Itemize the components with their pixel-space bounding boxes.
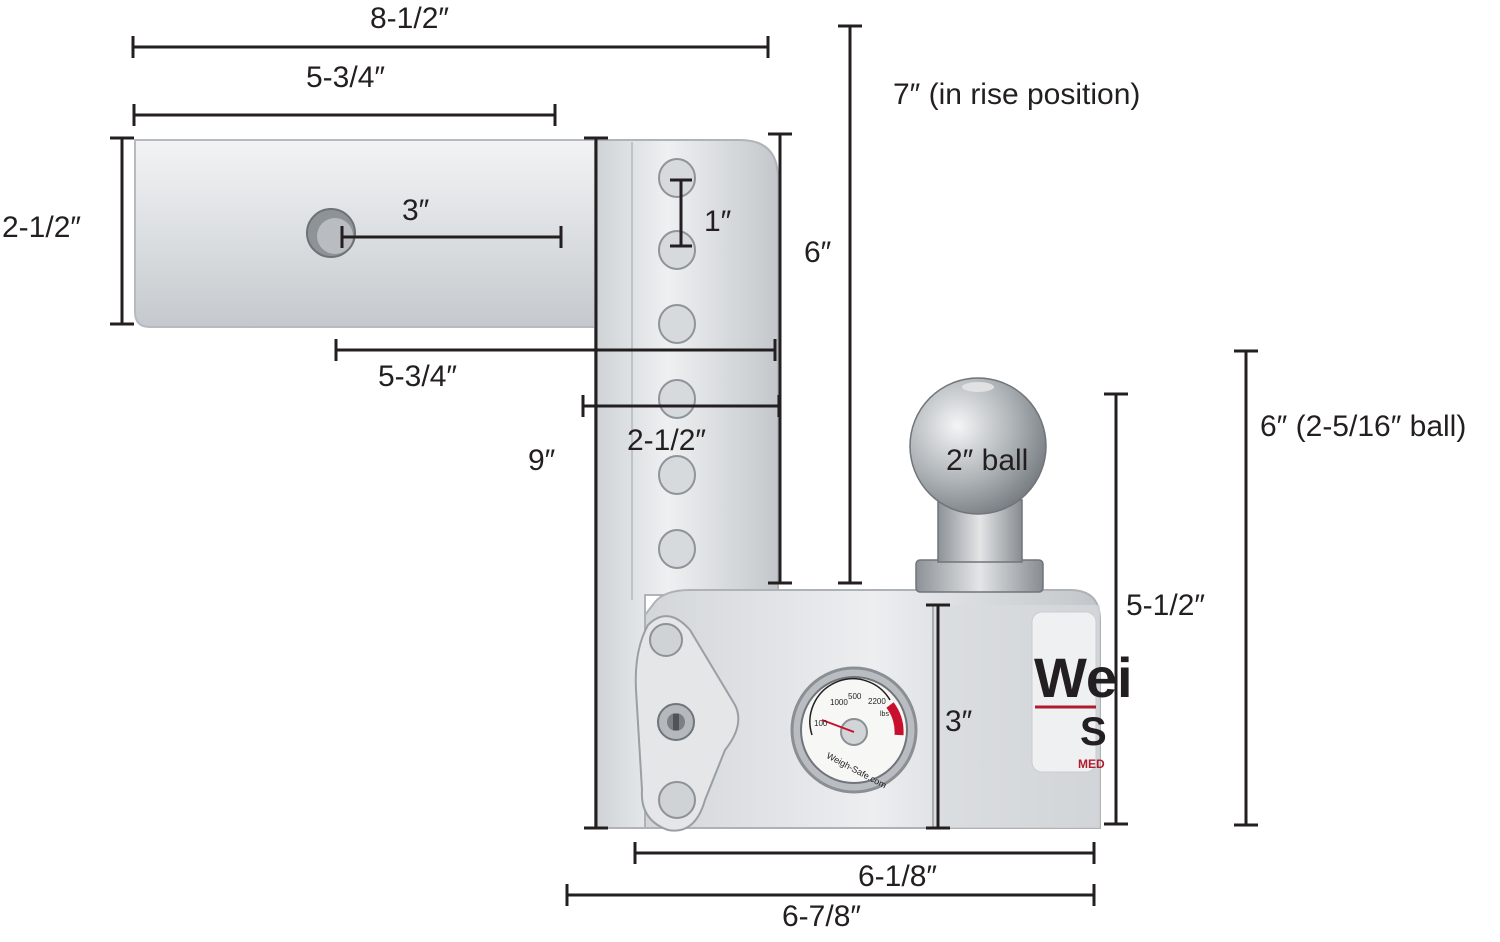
label-overall-length: 8-1/2″ — [370, 2, 449, 35]
gauge-mark-2200: 2200 — [868, 697, 886, 706]
dimension-lines — [110, 24, 1258, 906]
label-vertical-width: 2-1/2″ — [627, 424, 706, 457]
label-hole-spacing: 1″ — [704, 205, 732, 238]
brand-fragment-med: MED — [1078, 757, 1105, 771]
label-vertical-height: 9″ — [528, 444, 556, 477]
brand-fragment-s: S — [1080, 710, 1107, 754]
label-head-height: 5-1/2″ — [1126, 589, 1205, 622]
label-shank-length: 5-3/4″ — [306, 61, 385, 94]
label-lower-height: 3″ — [945, 705, 973, 738]
label-ball-height-alt: 6″ (2-5/16″ ball) — [1260, 410, 1467, 443]
label-drop-span: 6″ — [804, 236, 832, 269]
label-ball-size: 2″ ball — [946, 444, 1029, 477]
label-shank-height: 2-1/2″ — [2, 211, 81, 244]
gauge-mark-100: 100 — [814, 719, 828, 728]
lock-icon — [657, 703, 695, 741]
brand-fragment-wei: Wei — [1034, 646, 1133, 709]
weight-gauge: 100 1000 500 2200 lbs Weigh-Safe.com — [790, 666, 918, 794]
label-overall-bottom: 6-7/8″ — [782, 900, 861, 933]
gauge-mark-1000: 1000 — [830, 698, 848, 707]
label-head-length: 6-1/8″ — [858, 860, 937, 893]
label-mid-length: 5-3/4″ — [378, 360, 457, 393]
label-pin-offset: 3″ — [402, 194, 430, 227]
hitch-ball — [909, 377, 1047, 593]
shank — [134, 139, 596, 328]
gauge-unit: lbs — [880, 711, 889, 718]
gauge-mark-500: 500 — [848, 692, 862, 701]
adjustment-holes — [658, 158, 696, 569]
label-rise-position: 7″ (in rise position) — [893, 78, 1141, 111]
